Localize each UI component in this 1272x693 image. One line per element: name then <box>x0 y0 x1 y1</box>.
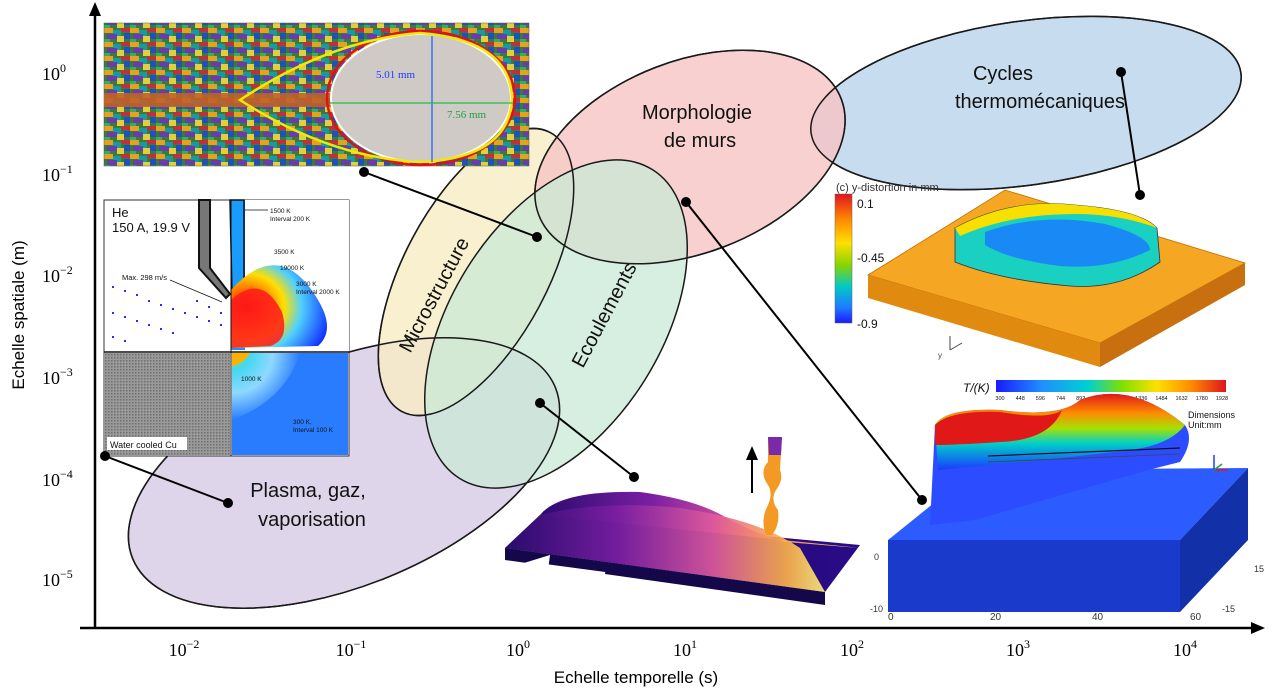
thermal-scale-tick: 596 <box>1036 396 1045 402</box>
distortion-color-scale <box>834 193 853 324</box>
melt-pool-image <box>505 437 860 605</box>
label-morphologie-line1: Morphologie <box>642 102 752 124</box>
plasma-label-1500: 1500 K <box>270 208 291 215</box>
thermal-scale-tick: 448 <box>1016 396 1025 402</box>
label-plasma-line1: Plasma, gaz, <box>250 480 366 502</box>
x-tick-label: 10−2 <box>169 637 200 660</box>
thermal-scale-tick: 1928 <box>1216 396 1228 402</box>
axes <box>80 2 1265 634</box>
thermal-x-tick-2: 40 <box>1092 612 1104 623</box>
label-plasma-line2: vaporisation <box>258 509 366 531</box>
x-axis-title: Echelle temporelle (s) <box>554 668 718 687</box>
x-axis-arrow-icon <box>1251 622 1265 634</box>
thermal-z-tick-1: -10 <box>870 604 883 614</box>
thermal-scale-tick: 1780 <box>1196 396 1208 402</box>
distortion-scale-top: 0.1 <box>857 197 874 211</box>
connector-lines <box>100 67 1145 508</box>
plasma-label-interval200: Interval 200 K <box>270 216 311 223</box>
plasma-label-cu: Water cooled Cu <box>110 440 177 450</box>
plasma-label-3500: 3500 K <box>274 249 295 256</box>
plasma-label-19000: 19000 K <box>280 265 305 272</box>
y-tick-label: 10−2 <box>42 263 73 286</box>
thermal-y-tick-0: 15 <box>1254 564 1264 574</box>
distortion-scale-mid: -0.45 <box>857 251 885 265</box>
x-tick-label: 100 <box>506 637 530 660</box>
x-tick-label: 104 <box>1173 637 1197 660</box>
plasma-gas-label: He <box>112 205 129 220</box>
thermal-image: T/(K) 3004485967448921040118813361484163… <box>870 380 1264 623</box>
label-cycles-line2: thermomécaniques <box>955 91 1125 113</box>
y-tick-label: 10−4 <box>42 467 73 490</box>
ellipse-ecoulements <box>423 159 689 489</box>
thermal-title: T/(K) <box>963 381 990 395</box>
x-tick-labels: 10−2 10−1 100 101 102 103 104 <box>169 637 1197 660</box>
y-axis-title: Echelle spatiale (m) <box>9 240 28 389</box>
y-tick-labels: 100 10−1 10−2 10−3 10−4 10−5 <box>42 61 73 590</box>
thermal-scale-tick: 1632 <box>1176 396 1188 402</box>
thermal-x-tick-1: 20 <box>990 612 1002 623</box>
x-tick-label: 102 <box>840 637 864 660</box>
y-tick-label: 10−1 <box>42 162 73 185</box>
y-tick-label: 10−5 <box>42 567 73 590</box>
micrograph-image: 5.01 mm 7.56 mm <box>103 22 530 167</box>
x-tick-label: 101 <box>673 637 697 660</box>
plasma-label-3000: 3000 K <box>296 281 317 288</box>
plasma-simulation-image: He 150 A, 19.9 V 1500 K Interval 200 K 3… <box>103 199 350 457</box>
x-tick-label: 103 <box>1006 637 1030 660</box>
thermal-scale-tick: 892 <box>1076 396 1085 402</box>
x-tick-label: 10−1 <box>336 637 367 660</box>
y-axis-arrow-icon <box>89 2 101 16</box>
distortion-image: (c) y-distortion in mm 0.1 -0.45 -0.9 y <box>834 182 1247 367</box>
thermal-x-tick-0: 0 <box>888 612 894 623</box>
thermal-y-tick-1: -15 <box>1222 604 1235 614</box>
label-cycles-line1: Cycles <box>973 63 1033 85</box>
plasma-label-300: 300 K, <box>293 419 312 426</box>
distortion-title: (c) y-distortion in mm <box>836 182 939 194</box>
travel-direction-arrow-icon <box>544 564 606 576</box>
y-tick-label: 10−3 <box>42 365 73 388</box>
domain-ellipses <box>127 15 1242 609</box>
label-morphologie-line2: de murs <box>664 130 736 152</box>
y-tick-label: 100 <box>42 61 66 84</box>
plasma-label-interval100: Interval 100 K <box>293 427 334 434</box>
plasma-params-label: 150 A, 19.9 V <box>112 220 190 235</box>
thermal-x-tick-3: 60 <box>1190 612 1202 623</box>
thermal-scale-tick: 300 <box>995 396 1004 402</box>
micrograph-width-label: 5.01 mm <box>376 69 416 81</box>
thermal-dim-line2: Unit:mm <box>1188 420 1222 430</box>
svg-text:y: y <box>938 351 942 360</box>
thermal-scale-tick: 744 <box>1056 396 1065 402</box>
thermal-z-tick-0: 0 <box>874 552 879 562</box>
micrograph-length-label: 7.56 mm <box>447 109 487 121</box>
thermal-scale-tick: 1484 <box>1155 396 1167 402</box>
plasma-label-1000: 1000 K <box>241 376 262 383</box>
plasma-label-interval2000: Interval 2000 K <box>296 289 340 296</box>
thermal-scale-tick: 1336 <box>1135 396 1147 402</box>
distortion-scale-bottom: -0.9 <box>857 317 878 331</box>
thermal-color-scale <box>996 380 1226 392</box>
thermal-dim-line1: Dimensions <box>1188 410 1236 420</box>
plasma-label-max: Max. 298 m/s <box>122 273 167 282</box>
